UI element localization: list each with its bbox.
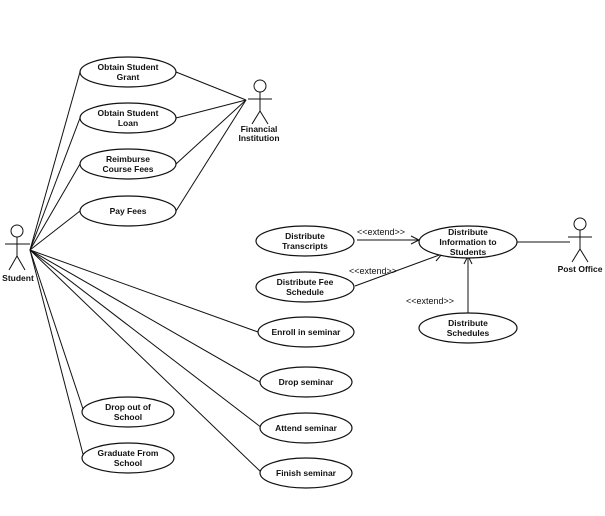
actor-post-office[interactable]: Post Office <box>558 217 603 274</box>
student-associations <box>29 71 263 474</box>
assoc-financial-pay <box>175 99 247 212</box>
assoc-financial-grant <box>175 71 247 101</box>
assoc-financial-reimburse <box>175 99 247 165</box>
assoc-student-reimburse <box>29 163 81 251</box>
use-case-schedules[interactable]: Distribute Schedules <box>418 312 518 344</box>
use-case-loan-ellipse <box>79 102 177 134</box>
use-case-loan-label-2: Loan <box>118 118 138 128</box>
use-case-attend-label: Attend seminar <box>275 423 338 433</box>
use-case-enroll-label: Enroll in seminar <box>272 327 342 337</box>
use-case-attend[interactable]: Attend seminar <box>259 412 353 444</box>
use-case-loan[interactable]: Obtain Student Loan <box>79 102 177 134</box>
assoc-student-finish <box>29 249 263 474</box>
use-case-pay-label: Pay Fees <box>110 206 147 216</box>
extend-label-fee-schedule: <<extend>> <box>349 266 397 276</box>
use-case-reimburse[interactable]: Reimburse Course Fees <box>79 148 177 180</box>
use-case-graduate-label-1: Graduate From <box>98 448 159 458</box>
use-case-drop-seminar-ellipse <box>259 366 353 398</box>
use-case-loan-label-1: Obtain Student <box>98 108 159 118</box>
financial-associations <box>175 71 247 212</box>
use-case-attend-ellipse <box>259 412 353 444</box>
use-case-transcripts[interactable]: Distribute Transcripts <box>255 225 355 257</box>
assoc-student-drop-seminar <box>29 249 261 383</box>
use-case-fee-schedule-label-1: Distribute Fee <box>277 277 334 287</box>
use-case-dropout-label-2: School <box>114 412 142 422</box>
extend-fee-schedule-arrow <box>354 253 443 287</box>
actor-financial-label-2: Institution <box>238 133 279 143</box>
use-case-reimburse-label-2: Course Fees <box>102 164 153 174</box>
use-case-pay[interactable]: Pay Fees <box>79 195 177 227</box>
use-case-info-label-2: Information to <box>439 237 496 247</box>
assoc-financial-loan <box>175 99 247 119</box>
stick-figure-icon <box>5 224 30 271</box>
use-case-dropout[interactable]: Drop out of School <box>81 396 175 428</box>
actor-financial-institution[interactable]: Financial Institution <box>238 79 280 143</box>
use-case-reimburse-ellipse <box>79 148 177 180</box>
use-case-pay-ellipse <box>79 195 177 227</box>
use-case-dropout-label-1: Drop out of <box>105 402 151 412</box>
use-case-schedules-ellipse <box>418 312 518 344</box>
stick-figure-icon <box>568 217 592 263</box>
use-case-finish-ellipse <box>259 457 353 489</box>
assoc-student-enroll <box>29 249 259 333</box>
assoc-student-graduate <box>29 249 85 459</box>
use-case-transcripts-label-1: Distribute <box>285 231 325 241</box>
assoc-student-pay <box>29 210 81 251</box>
use-case-drop-seminar-label: Drop seminar <box>279 377 334 387</box>
assoc-student-attend <box>29 249 263 429</box>
use-case-fee-schedule[interactable]: Distribute Fee Schedule <box>255 271 355 303</box>
actor-student-label: Student <box>2 273 34 283</box>
actor-financial-label-1: Financial <box>241 124 278 134</box>
use-case-grant[interactable]: Obtain Student Grant <box>79 56 177 88</box>
use-case-transcripts-ellipse <box>255 225 355 257</box>
stick-figure-icon <box>248 79 272 125</box>
use-case-fee-schedule-ellipse <box>255 271 355 303</box>
use-case-reimburse-label-1: Reimburse <box>106 154 150 164</box>
use-case-graduate-label-2: School <box>114 458 142 468</box>
use-case-transcripts-label-2: Transcripts <box>282 241 328 251</box>
use-case-grant-ellipse <box>79 56 177 88</box>
use-case-schedules-label-2: Schedules <box>447 328 490 338</box>
use-case-grant-label-2: Grant <box>117 72 140 82</box>
use-case-schedules-label-1: Distribute <box>448 318 488 328</box>
use-case-graduate-ellipse <box>81 442 175 474</box>
extend-label-transcripts: <<extend>> <box>357 227 405 237</box>
use-case-grant-label-1: Obtain Student <box>98 62 159 72</box>
assoc-student-dropout <box>29 249 85 413</box>
use-case-info-label-1: Distribute <box>448 227 488 237</box>
use-case-info[interactable]: Distribute Information to Students <box>418 225 518 259</box>
use-case-info-ellipse <box>418 225 518 259</box>
use-case-graduate[interactable]: Graduate From School <box>81 442 175 474</box>
actor-post-office-label: Post Office <box>558 264 603 274</box>
use-case-dropout-ellipse <box>81 396 175 428</box>
use-case-fee-schedule-label-2: Schedule <box>286 287 324 297</box>
use-case-enroll-ellipse <box>257 316 355 348</box>
use-case-finish[interactable]: Finish seminar <box>259 457 353 489</box>
assoc-student-grant <box>29 71 81 251</box>
use-case-finish-label: Finish seminar <box>276 468 337 478</box>
use-case-info-label-3: Students <box>450 247 487 257</box>
actor-student[interactable]: Student <box>2 224 34 283</box>
use-case-drop-seminar[interactable]: Drop seminar <box>259 366 353 398</box>
use-case-enroll[interactable]: Enroll in seminar <box>257 316 355 348</box>
extend-label-schedules: <<extend>> <box>406 296 454 306</box>
assoc-student-loan <box>29 117 81 251</box>
